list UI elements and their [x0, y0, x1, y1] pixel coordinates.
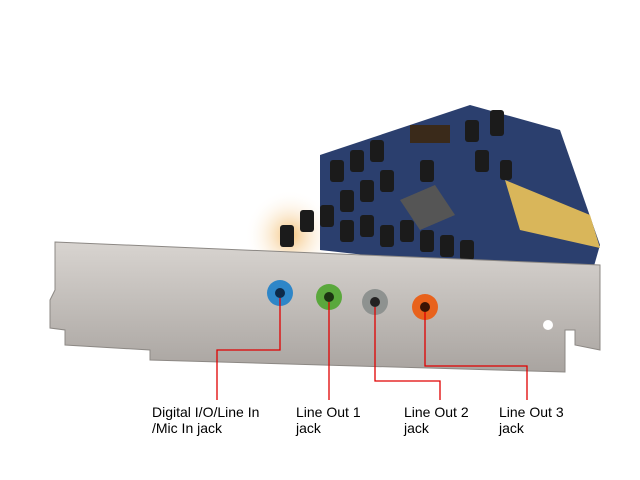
label-line2: /Mic In jack — [152, 420, 223, 436]
label-line1: Line Out 3 — [499, 404, 564, 420]
label-line-out-1: Line Out 1 jack — [296, 404, 361, 436]
leader-line-line-out-2 — [374, 307, 441, 400]
pci-connector — [505, 180, 600, 248]
jack-digital-io — [267, 280, 293, 306]
leader-line-digital-io — [216, 298, 281, 400]
jack-line-out-1 — [316, 284, 342, 310]
label-digital-io: Digital I/O/Line In /Mic In jack — [152, 404, 259, 436]
capacitors — [280, 110, 512, 260]
label-line-out-3: Line Out 3 jack — [499, 404, 564, 436]
label-line-out-2: Line Out 2 jack — [404, 404, 469, 436]
bracket-hole — [543, 320, 553, 330]
jack-line-out-3 — [412, 294, 438, 320]
label-line1: Line Out 2 — [404, 404, 469, 420]
label-line1: Digital I/O/Line In — [152, 404, 260, 420]
jack-line-out-2 — [362, 289, 388, 315]
label-line2: jack — [296, 420, 321, 436]
chip — [400, 185, 455, 230]
leader-line-line-out-3 — [424, 312, 528, 400]
label-line2: jack — [404, 420, 429, 436]
label-line1: Line Out 1 — [296, 404, 361, 420]
header-connector — [410, 125, 450, 143]
label-line2: jack — [499, 420, 524, 436]
